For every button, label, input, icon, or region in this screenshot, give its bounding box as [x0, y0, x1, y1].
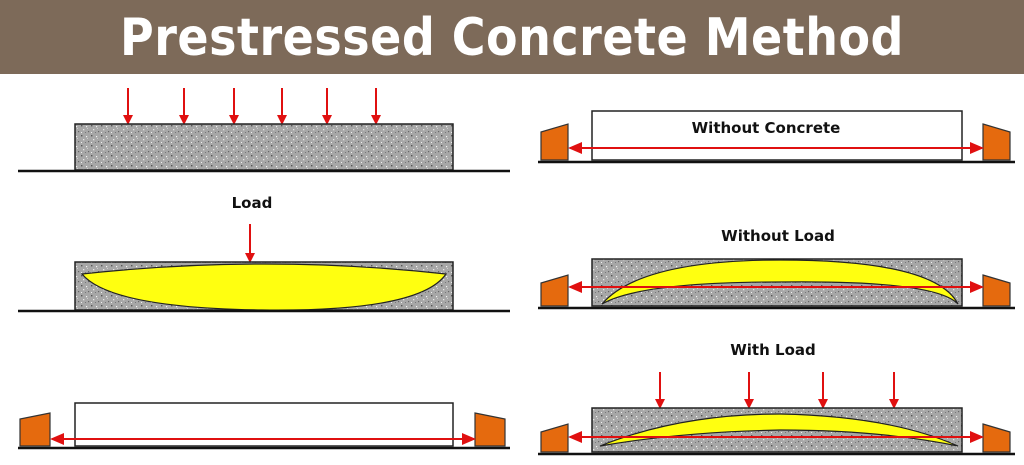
right-anchor-block	[474, 412, 506, 447]
beam-deflection-panel: Load	[18, 194, 510, 313]
without-concrete-panel: Without Concrete	[538, 110, 1015, 164]
without-concrete-label: Without Concrete	[692, 119, 841, 137]
right-anchor-block	[982, 274, 1011, 307]
concrete-beam	[74, 123, 454, 171]
load-label: Load	[232, 194, 273, 212]
with-load-panel: With Load	[538, 341, 1015, 456]
left-anchor-block	[540, 123, 569, 161]
left-anchor-block	[19, 412, 51, 447]
without-load-panel: Without Load	[538, 227, 1015, 310]
prestressed-concrete-diagram: Load Without Concrete Without Load With …	[18, 88, 1015, 456]
right-anchor-block	[982, 423, 1011, 453]
left-anchor-block	[540, 274, 569, 307]
load-arrows	[123, 88, 381, 125]
with-load-label: With Load	[730, 341, 815, 359]
title-banner: Prestressed Concrete Method	[0, 0, 1024, 74]
left-anchor-block	[540, 423, 569, 453]
load-arrows	[655, 372, 899, 409]
without-load-label: Without Load	[721, 227, 835, 245]
plain-beam-under-load-panel	[18, 88, 510, 173]
tension-deflection-zone	[80, 263, 448, 311]
right-anchor-block	[982, 123, 1011, 161]
formwork-tendon-panel	[18, 402, 510, 450]
page-title: Prestressed Concrete Method	[120, 6, 904, 68]
